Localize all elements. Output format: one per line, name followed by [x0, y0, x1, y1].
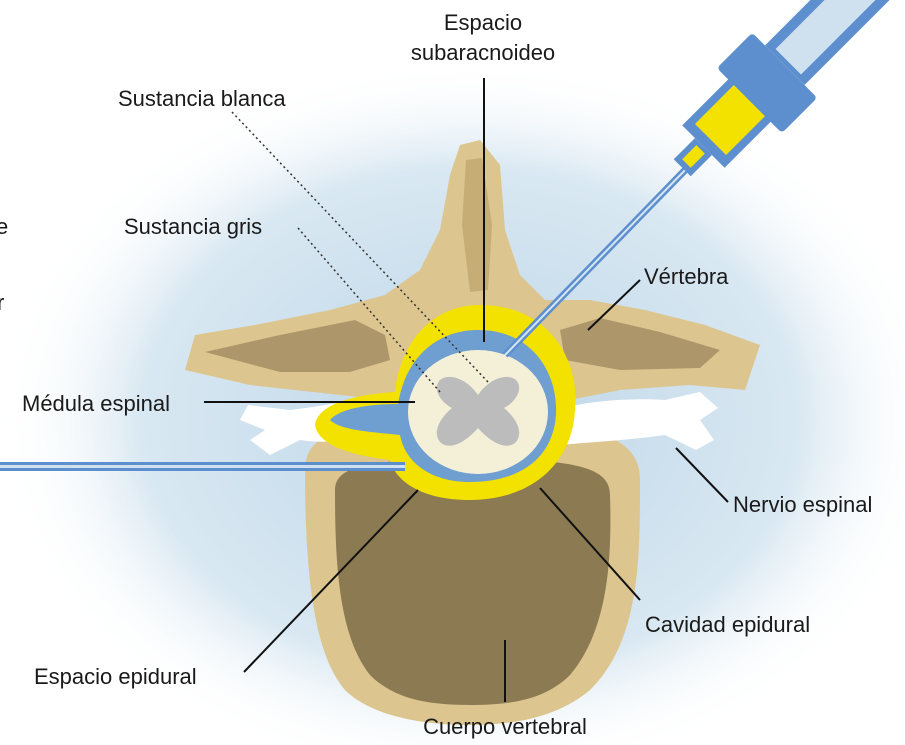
label-vertebra: Vértebra	[644, 264, 729, 289]
epidural-needle-core	[0, 465, 405, 468]
label-espacio-line1: Espacio	[444, 10, 522, 35]
label-cavidad-epidural: Cavidad epidural	[645, 612, 810, 637]
label-sustancia-blanca: Sustancia blanca	[118, 86, 286, 111]
label-espacio-epidural: Espacio epidural	[34, 664, 197, 689]
cutoff-letter-e: e	[0, 214, 8, 239]
label-medula-espinal: Médula espinal	[22, 391, 170, 416]
label-cuerpo-vertebral: Cuerpo vertebral	[423, 714, 587, 739]
label-nervio-espinal: Nervio espinal	[733, 492, 872, 517]
cutoff-letter-r: r	[0, 290, 4, 315]
label-sustancia-gris: Sustancia gris	[124, 214, 262, 239]
label-espacio-line2: subaracnoideo	[411, 40, 555, 65]
